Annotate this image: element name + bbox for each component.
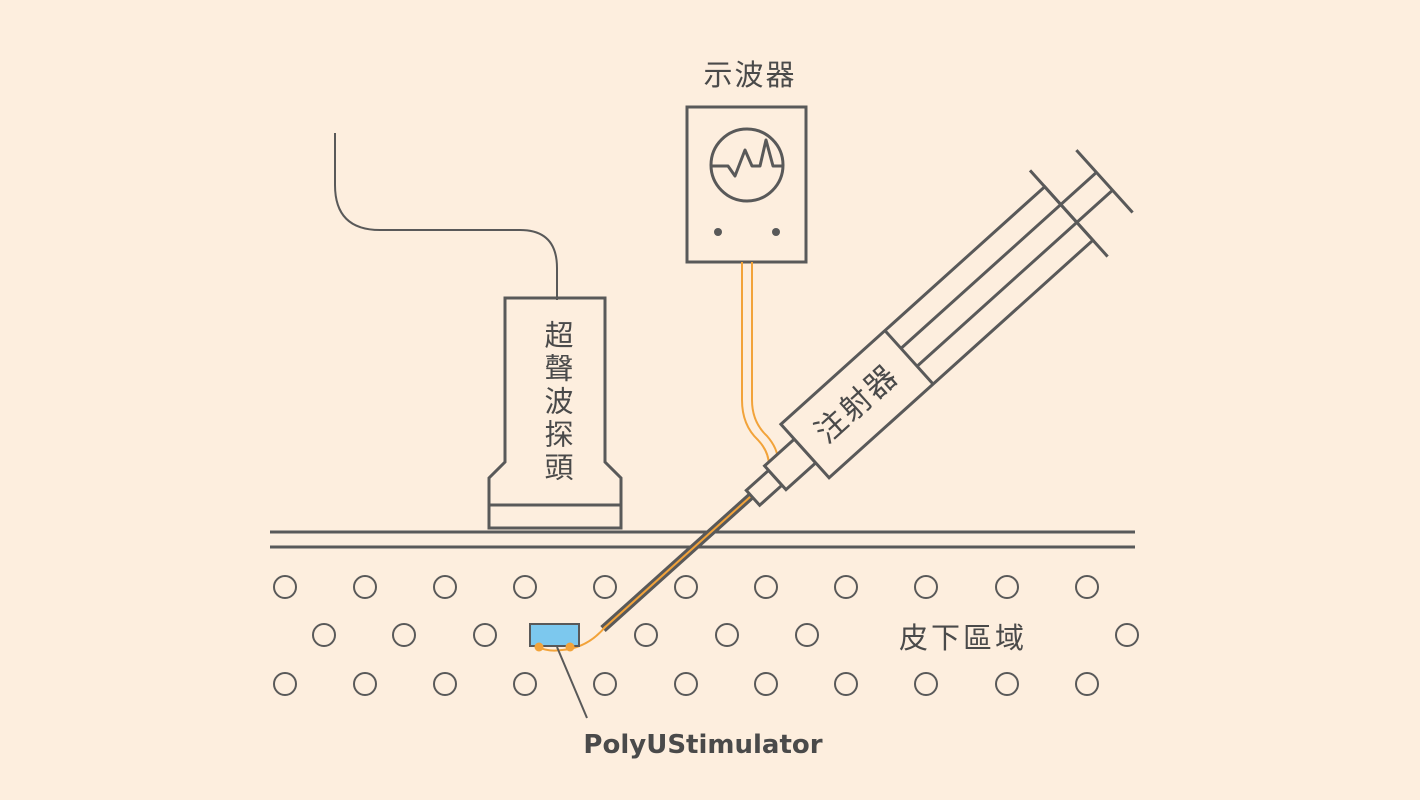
tissue-cell: [995, 672, 1019, 696]
tissue-cell: [674, 672, 698, 696]
probe-cable: [334, 133, 558, 300]
stimulator-label: PolyUStimulator: [583, 730, 822, 760]
tissue-cell: [754, 575, 778, 599]
tissue-cell: [273, 672, 297, 696]
tissue-cell: [914, 575, 938, 599]
tissue-cell: [914, 672, 938, 696]
tissue-cell: [834, 575, 858, 599]
poly-u-stimulator: [529, 623, 580, 652]
tissue-cell: [674, 575, 698, 599]
signal-wire-1: [741, 262, 770, 474]
tissue-cell: [513, 672, 537, 696]
tissue-cell: [754, 672, 778, 696]
syringe-needle: [600, 485, 763, 632]
syringe-flange: [1028, 169, 1109, 258]
probe-label: 超聲波探頭: [540, 320, 574, 485]
tissue-cell: [513, 575, 537, 599]
syringe-plunger-stopper: [883, 329, 935, 386]
subcutaneous-label: 皮下區域: [899, 621, 1027, 655]
syringe-plunger-rod-bottom: [916, 189, 1114, 368]
syringe-plunger-rod-top: [900, 171, 1098, 350]
tissue-cell: [312, 623, 336, 647]
oscilloscope-knob-right: [772, 228, 780, 236]
tissue-cell: [353, 672, 377, 696]
tissue-cell: [634, 623, 658, 647]
stimulator-wire: [537, 625, 607, 652]
oscilloscope-knob-left: [714, 228, 722, 236]
tissue-cell: [1075, 575, 1099, 599]
tissue-cell: [1115, 623, 1139, 647]
tissue-cell: [795, 623, 819, 647]
tissue-cell: [593, 672, 617, 696]
tissue-cell: [834, 672, 858, 696]
syringe: 注射器: [744, 149, 1134, 508]
tissue-cell: [392, 623, 416, 647]
tissue-cell: [1075, 672, 1099, 696]
tissue-cell: [433, 575, 457, 599]
tissue-cell: [995, 575, 1019, 599]
tissue-cell: [593, 575, 617, 599]
tissue-cell: [473, 623, 497, 647]
stimulator-leader-line: [556, 646, 588, 719]
tissue-cells: [273, 575, 1139, 696]
syringe-thumb-rest: [1075, 149, 1134, 214]
tissue-cell: [353, 575, 377, 599]
waveform-icon: [711, 138, 783, 178]
ultrasound-probe: [487, 296, 623, 530]
tissue-cell: [433, 672, 457, 696]
oscilloscope-label: 示波器: [703, 58, 796, 92]
oscilloscope: [685, 105, 808, 264]
tissue-cell: [273, 575, 297, 599]
tissue-cell: [715, 623, 739, 647]
